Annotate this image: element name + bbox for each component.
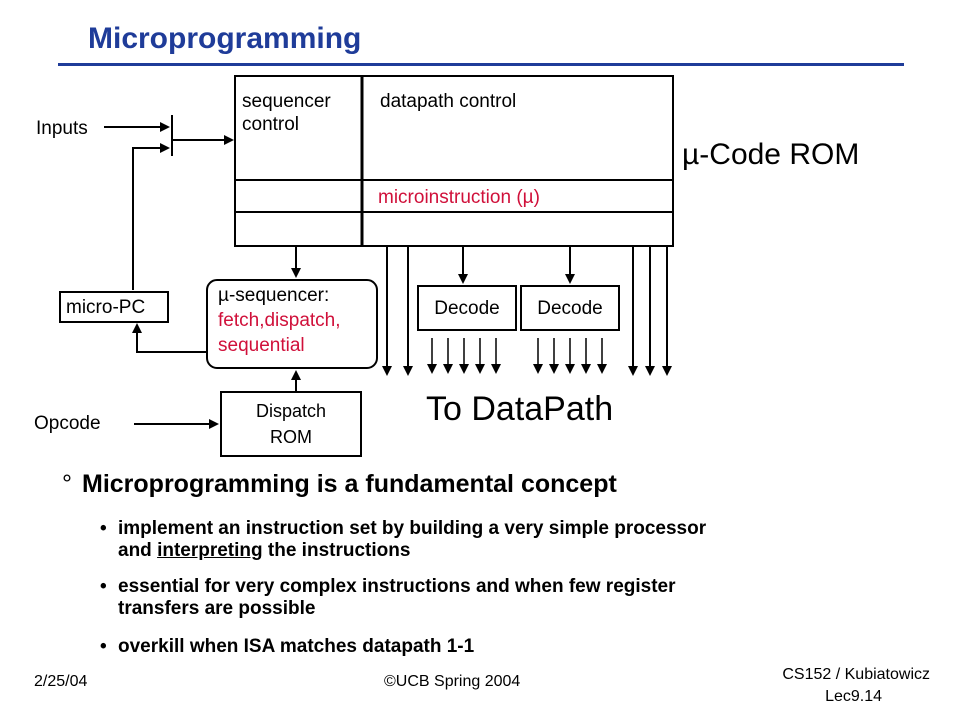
microinstruction-label: microinstruction (µ) [378,187,540,208]
opcode-label: Opcode [34,413,101,434]
sequencer-control-label: sequencer control [242,90,331,136]
sequencer-control-line1: sequencer [242,91,331,112]
sub-bullet-3: • overkill when ISA matches datapath 1-1 [100,636,908,658]
sub-bullet-2-line2: transfers are possible [118,598,316,619]
sub-bullet-2-line1: essential for very complex instructions … [118,576,676,597]
footer-course: CS152 / Kubiatowicz Lec9.14 [730,666,930,706]
title-rule [58,63,904,66]
decode-box-1 [417,285,517,331]
footer-date: 2/25/04 [34,673,88,690]
slide-title: Microprogramming [88,22,362,55]
main-bullet-text: Microprogramming is a fundamental concep… [82,470,617,498]
footer-lecture: Lec9.14 [825,688,882,705]
sub-bullet-1-line2-pre: and [118,540,158,561]
sequencer-line3: sequential [218,335,305,356]
sub-bullet-1-line1: implement an instruction set by building… [118,518,707,539]
dispatch-rom-line2: ROM [270,427,312,447]
inputs-label: Inputs [36,118,88,139]
sub-bullet-1-line2: and interpreting the instructions [118,540,908,562]
footer-course-name: CS152 / Kubiatowicz [782,666,930,683]
sequencer-line1: µ-sequencer: [218,285,330,306]
decode-box-2 [520,285,620,331]
bullet-marker: ° [62,470,72,498]
micro-pc-label: micro-PC [66,297,146,318]
dispatch-rom-box [220,391,362,457]
dispatch-rom-line1: Dispatch [255,401,327,421]
decode-output-arrows [427,338,607,374]
decode-label-2: Decode [537,298,603,319]
main-bullet: ° Microprogramming is a fundamental conce… [62,470,617,499]
sub-bullet-2: • essential for very complex instruction… [100,576,908,620]
sequencer-line2: fetch,dispatch, [218,310,341,331]
to-datapath-label: To DataPath [426,390,614,428]
sequencer-box [206,279,378,369]
datapath-control-label: datapath control [380,91,517,112]
micro-pc-box [59,291,169,323]
sequencer-label: µ-sequencer: fetch,dispatch, sequential [218,284,341,357]
sub-bullet-3-line1: overkill when ISA matches datapath 1-1 [118,636,475,657]
sequencer-control-line2: control [242,114,300,135]
decode-label-1: Decode [434,298,500,319]
sub-bullet-1-line2-post: the instructions [262,540,411,561]
sub-bullet-1: • implement an instruction set by buildi… [100,518,908,562]
interpreting-underlined: interpreting [157,540,263,561]
code-rom-label: µ-Code ROM [682,138,860,171]
inputs-arrow [104,115,234,290]
code-rom-box [234,75,674,247]
datapath-control-arrows [382,246,672,376]
footer-copyright: ©UCB Spring 2004 [384,673,521,690]
dispatch-rom-label: Dispatch ROM [221,400,361,449]
